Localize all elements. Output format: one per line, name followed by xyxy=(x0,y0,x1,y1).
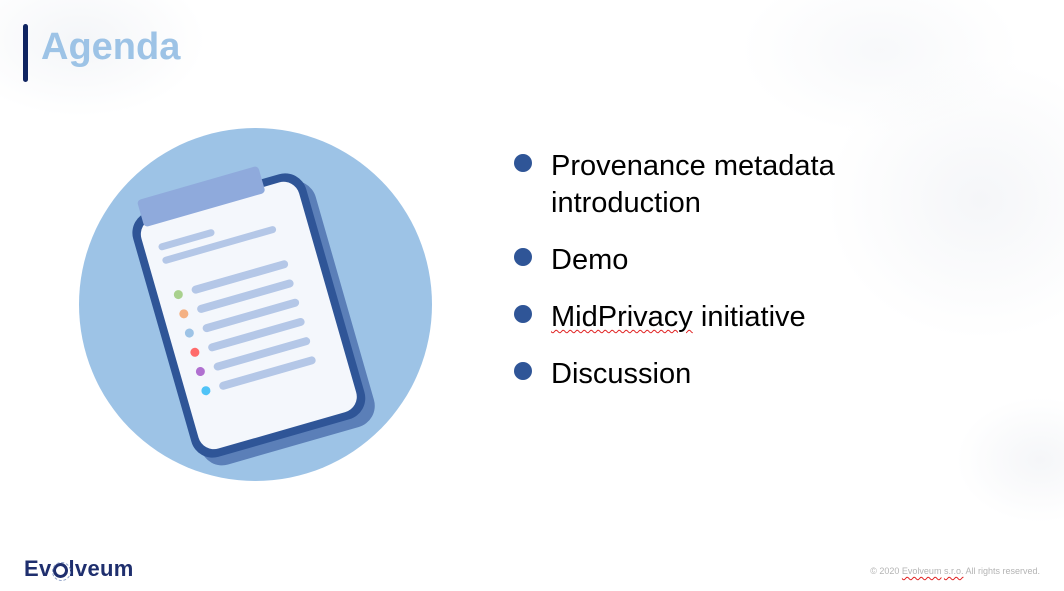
agenda-item-demo: Demo xyxy=(512,242,912,279)
copyright-notice: © 2020 Evolveum s.r.o. All rights reserv… xyxy=(870,566,1040,576)
agenda-item-provenance: Provenance metadata introduction xyxy=(512,148,912,222)
bullet-icon xyxy=(514,154,532,172)
logo-gear-icon xyxy=(51,562,71,581)
clipboard-checklist-icon xyxy=(79,128,432,481)
agenda-item-text: Discussion xyxy=(551,358,692,390)
checklist-rows xyxy=(173,260,316,396)
agenda-item-text: Demo xyxy=(551,244,629,276)
bullet-icon xyxy=(514,362,532,380)
agenda-list: Provenance metadata introduction Demo Mi… xyxy=(512,148,912,413)
copyright-suffix-company: s.r.o. xyxy=(943,566,964,576)
title-accent-bar xyxy=(23,24,28,82)
logo-text-start: Ev xyxy=(24,556,52,581)
agenda-item-text-line2: introduction xyxy=(551,187,701,219)
agenda-item-text: initiative xyxy=(692,301,806,333)
slide-title: Agenda xyxy=(41,26,181,68)
spellcheck-flagged-word: MidPrivacy xyxy=(551,301,693,333)
bullet-icon xyxy=(514,305,532,323)
agenda-item-text-line1: Provenance metadata xyxy=(551,150,835,182)
copyright-rights: All rights reserved. xyxy=(963,566,1040,576)
logo-text-end: lveum xyxy=(68,556,134,581)
bullet-icon xyxy=(514,248,532,266)
agenda-item-midprivacy: MidPrivacy initiative xyxy=(512,299,912,336)
copyright-company: Evolveum xyxy=(901,566,942,576)
agenda-item-discussion: Discussion xyxy=(512,356,912,393)
copyright-prefix: © 2020 xyxy=(870,566,902,576)
